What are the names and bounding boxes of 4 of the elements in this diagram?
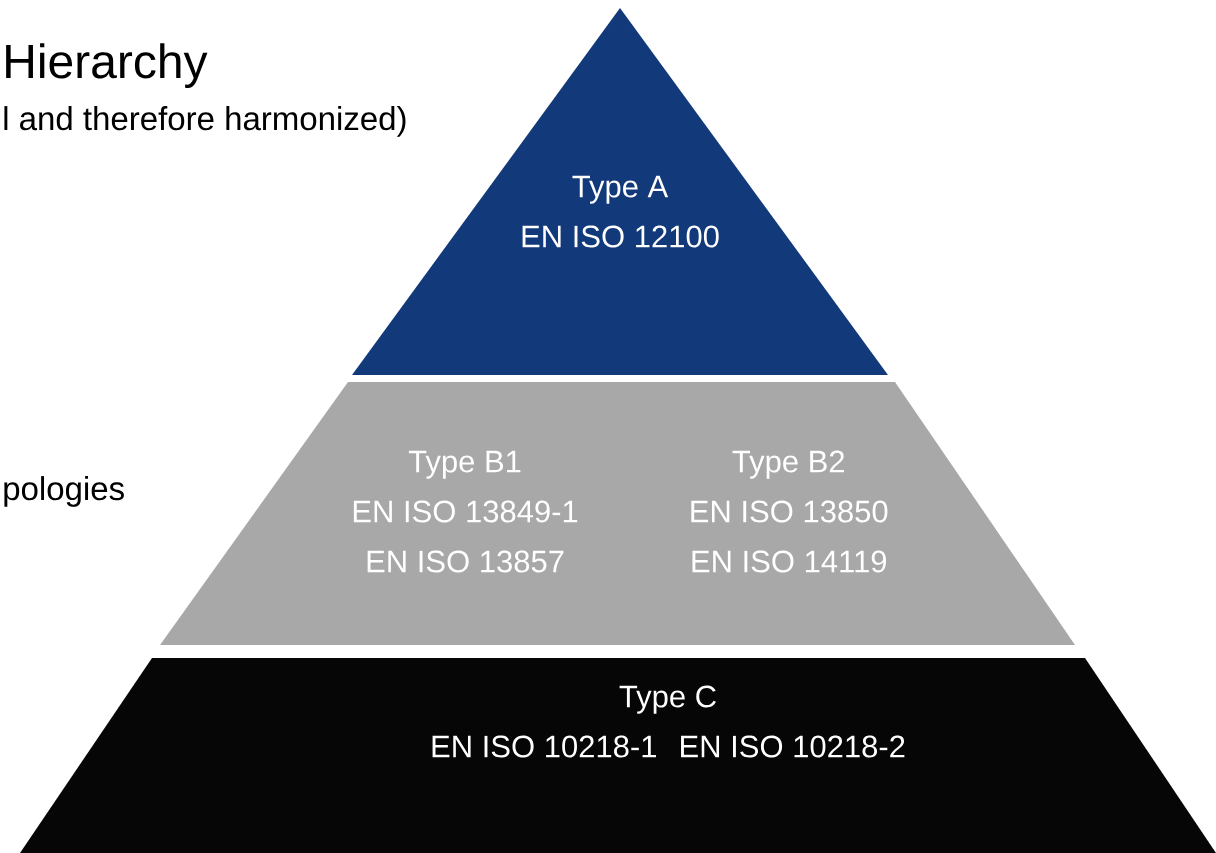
label-text: pologies (4, 476, 124, 507)
pyramid-tier: Type C EN ISO 10218-1 EN ISO 10218-2 (20, 658, 1216, 853)
title: Hierarchy (6, 43, 208, 88)
pyramid-tier: Type B1 Type B2 EN ISO 13849-1 EN ISO 13850 EN ISO 13857 EN ISO 14119 (160, 382, 1075, 645)
